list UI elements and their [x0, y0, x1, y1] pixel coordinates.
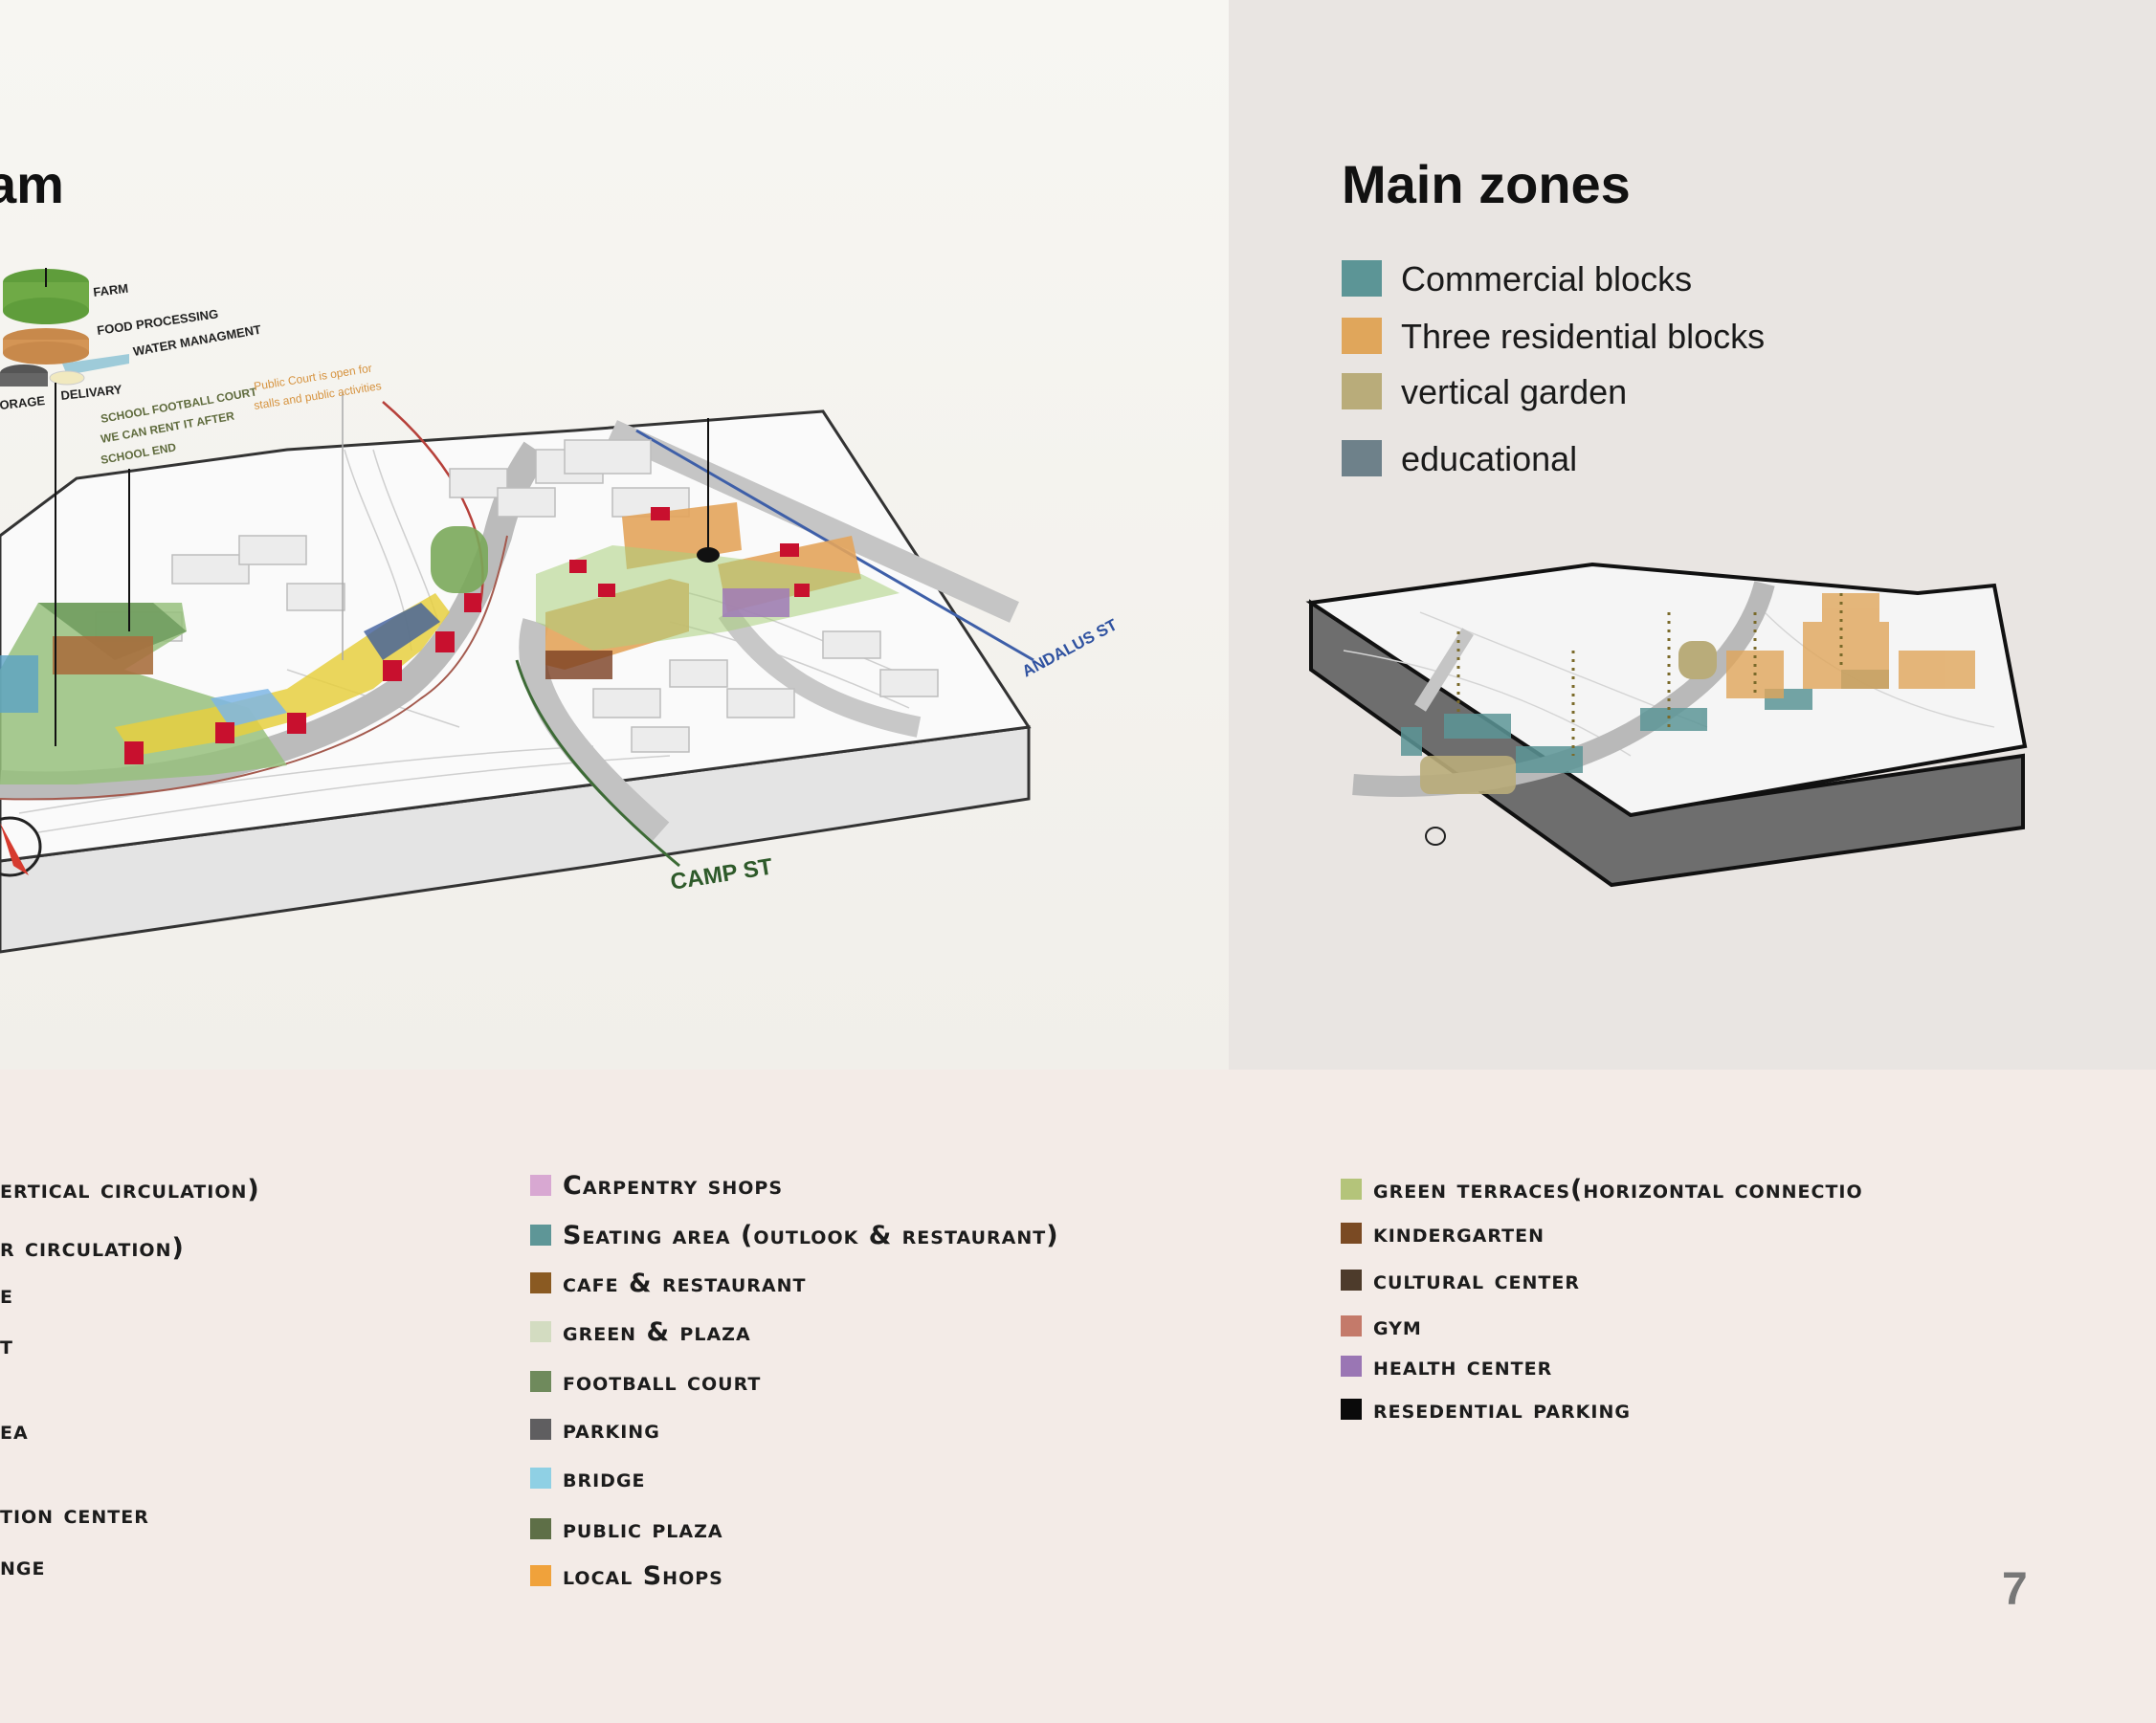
legend-label: local Shops	[563, 1563, 723, 1589]
legend-label: parking	[563, 1417, 660, 1443]
program-diagram-panel: am	[0, 0, 1229, 1070]
site-axonometric-drawing: FARM FOOD PROCESSING WATER MANAGMENT ORA…	[0, 0, 1229, 1070]
school-court-label-3: SCHOOL END	[100, 440, 177, 467]
program-legend-panel: ertical circulation) r circulation) e t …	[0, 1070, 2156, 1723]
legend-swatch	[530, 1518, 551, 1539]
main-zones-panel: Main zones Commercial blocks Three resid…	[1229, 0, 2156, 1079]
camp-street-label: CAMP ST	[669, 853, 775, 895]
legend-swatch	[1341, 1356, 1362, 1377]
legend-label: cultural center	[1373, 1268, 1580, 1293]
cafe-deck	[53, 636, 153, 674]
legend-label: cafe & restaurant	[563, 1270, 806, 1296]
legend-label: ertical circulation)	[0, 1177, 260, 1203]
kindergarten-block	[545, 651, 612, 679]
seating-block	[0, 655, 38, 713]
legend-label: kindergarten	[1373, 1221, 1545, 1247]
legend-label: Seating area (outlook & restaurant)	[563, 1223, 1059, 1248]
legend-swatch	[530, 1468, 551, 1489]
legend-swatch	[1341, 1399, 1362, 1420]
zones-site-model	[1229, 0, 2156, 1079]
legend-label: nge	[0, 1554, 45, 1579]
legend-label: resedential parking	[1373, 1397, 1631, 1423]
page-number: 7	[2002, 1567, 2028, 1613]
legend-label: health center	[1373, 1354, 1552, 1380]
legend-label: green terraces(horizontal connectio	[1373, 1177, 1863, 1203]
legend-swatch	[1341, 1315, 1362, 1336]
health-center-block	[722, 588, 789, 617]
legend-swatch	[530, 1371, 551, 1392]
legend-swatch	[1341, 1223, 1362, 1244]
legend-label: e	[0, 1282, 13, 1308]
legend-label: ea	[0, 1418, 29, 1444]
legend-label: r circulation)	[0, 1235, 185, 1261]
storage-label: ORAGE	[0, 393, 46, 412]
model-vertical-garden	[1678, 641, 1717, 679]
vertical-garden-tower	[431, 526, 488, 593]
legend-swatch	[530, 1272, 551, 1293]
farm-label: FARM	[93, 281, 129, 299]
andalus-street-label: ANDALUS ST	[1019, 615, 1121, 680]
legend-label: gym	[1373, 1314, 1422, 1339]
legend-label: t	[0, 1333, 13, 1359]
legend-swatch	[530, 1321, 551, 1342]
legend-label: bridge	[563, 1466, 646, 1491]
legend-swatch	[530, 1175, 551, 1196]
delivary-label: DELIVARY	[60, 382, 123, 403]
legend-label: Carpentry shops	[563, 1173, 783, 1199]
legend-swatch	[530, 1565, 551, 1586]
legend-swatch	[530, 1419, 551, 1440]
legend-label: tion center	[0, 1502, 149, 1528]
legend-label: public plaza	[563, 1516, 723, 1542]
legend-swatch	[1341, 1179, 1362, 1200]
model-compass-icon	[1426, 828, 1445, 845]
model-educational-block	[1420, 756, 1516, 794]
legend-label: green & plaza	[563, 1319, 751, 1345]
legend-label: football court	[563, 1369, 761, 1395]
legend-swatch	[530, 1225, 551, 1246]
legend-swatch	[1341, 1270, 1362, 1291]
